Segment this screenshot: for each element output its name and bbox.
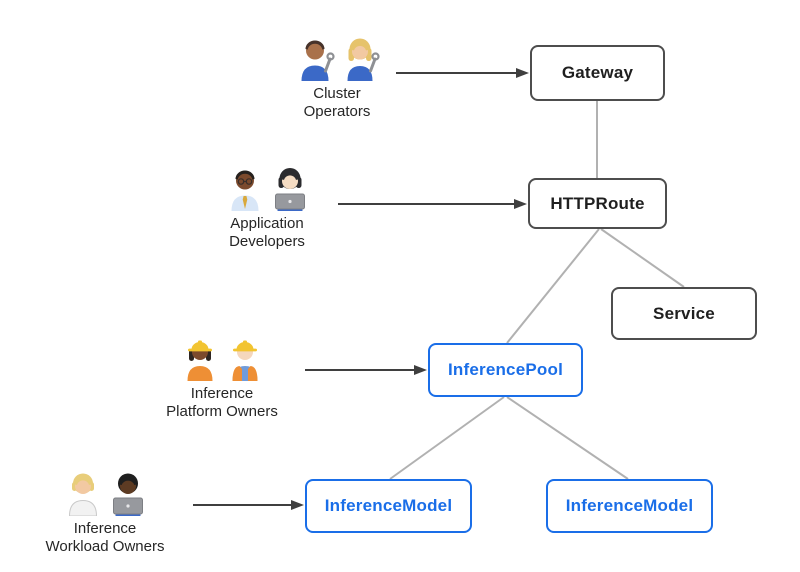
woman-construction-worker-emoji: [187, 340, 212, 381]
edge-httproute-service: [600, 228, 685, 288]
edge-inferencepool-inferencemodel-right: [506, 396, 629, 480]
actor-inference-workload-owners: Inference Workload Owners: [20, 470, 190, 556]
node-gateway: Gateway: [530, 45, 665, 101]
edge-httproute-inferencepool: [506, 228, 600, 344]
actor-inference-workload-owners-label: Inference Workload Owners: [45, 520, 165, 555]
node-inferencemodel-left-label: InferenceModel: [324, 496, 453, 515]
node-service-label: Service: [653, 303, 715, 323]
node-inferencemodel-right: InferenceModel: [546, 479, 713, 533]
actor-application-developers-label: Application Developers: [229, 215, 305, 250]
node-httproute-label: HTTPRoute: [550, 193, 645, 213]
actor-inference-platform-owners: Inference Platform Owners: [137, 335, 307, 421]
node-service: Service: [611, 287, 757, 340]
actor-cluster-operators: Cluster Operators: [252, 35, 422, 121]
node-httproute: HTTPRoute: [528, 178, 667, 229]
woman-technologist-emoji: [274, 168, 305, 211]
node-inferencepool-label: InferencePool: [447, 360, 564, 379]
person-blond-emoji: [68, 473, 97, 516]
edge-inferencepool-inferencemodel-left: [389, 396, 505, 480]
woman-mechanic-emoji: [347, 38, 380, 81]
node-inferencemodel-right-label: InferenceModel: [565, 496, 694, 515]
node-gateway-label: Gateway: [561, 63, 634, 82]
man-technologist-emoji: [112, 473, 143, 516]
man-mechanic-emoji: [301, 40, 335, 81]
node-inferencepool: InferencePool: [428, 343, 583, 397]
man-construction-worker-emoji: [232, 340, 257, 381]
actor-inference-platform-owners-label: Inference Platform Owners: [166, 385, 278, 420]
actor-application-developers: Application Developers: [182, 165, 352, 251]
node-inferencemodel-left: InferenceModel: [305, 479, 472, 533]
man-office-worker-emoji: [231, 170, 258, 211]
actor-cluster-operators-label: Cluster Operators: [303, 85, 371, 120]
